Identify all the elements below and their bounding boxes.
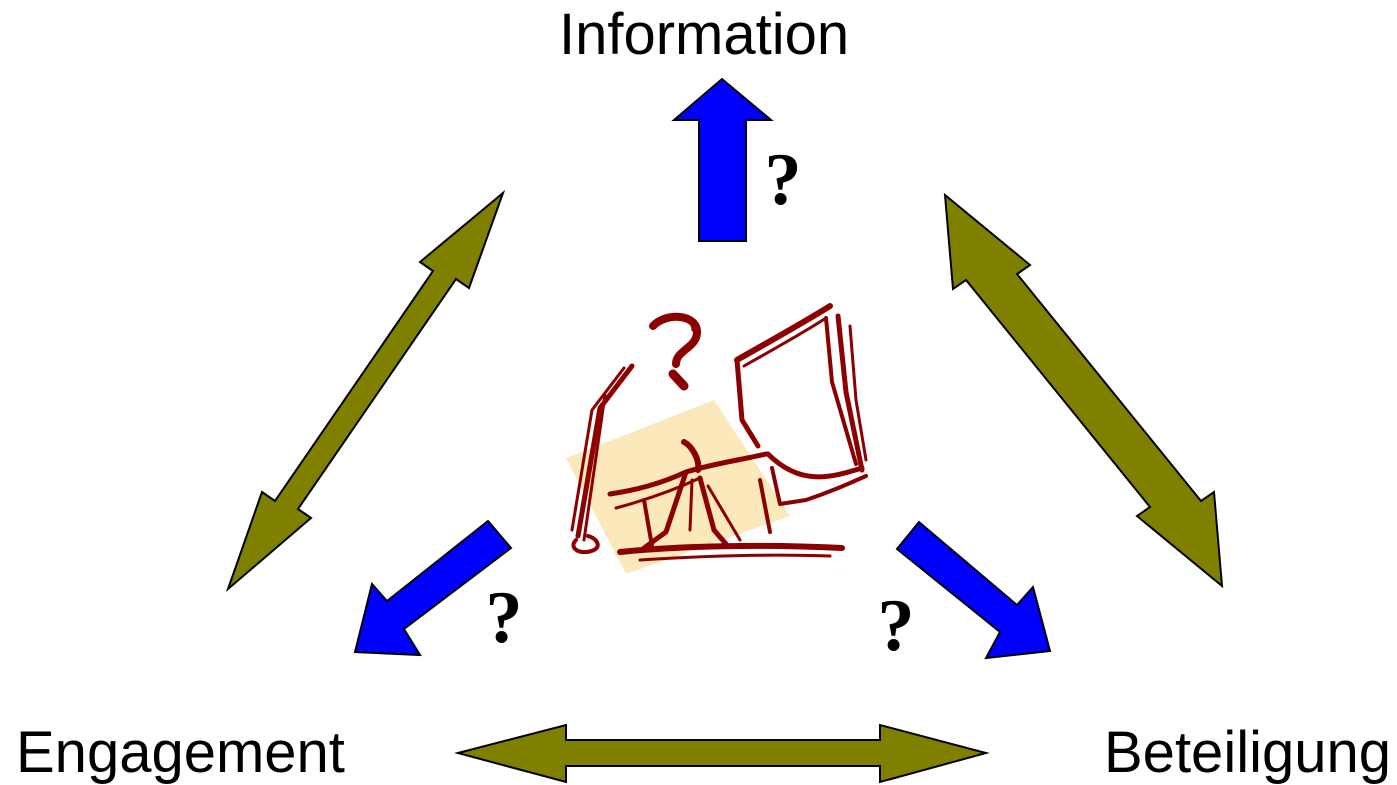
question-mark-right: ? (878, 585, 915, 667)
sketch-reading-person-icon (566, 303, 868, 574)
label-engagement: Engagement (16, 720, 345, 785)
label-information: Information (559, 2, 850, 67)
question-mark-left: ? (486, 577, 523, 659)
question-mark-top: ? (765, 139, 802, 221)
label-beteiligung: Beteiligung (1104, 720, 1391, 785)
blue-arrow-up (671, 77, 774, 242)
olive-double-arrow-left (225, 189, 506, 593)
blue-arrow-down-right (895, 520, 1052, 660)
blue-arrow-down-left (353, 519, 513, 657)
olive-double-arrow-right (943, 192, 1224, 589)
olive-double-arrow-bottom (454, 723, 990, 784)
